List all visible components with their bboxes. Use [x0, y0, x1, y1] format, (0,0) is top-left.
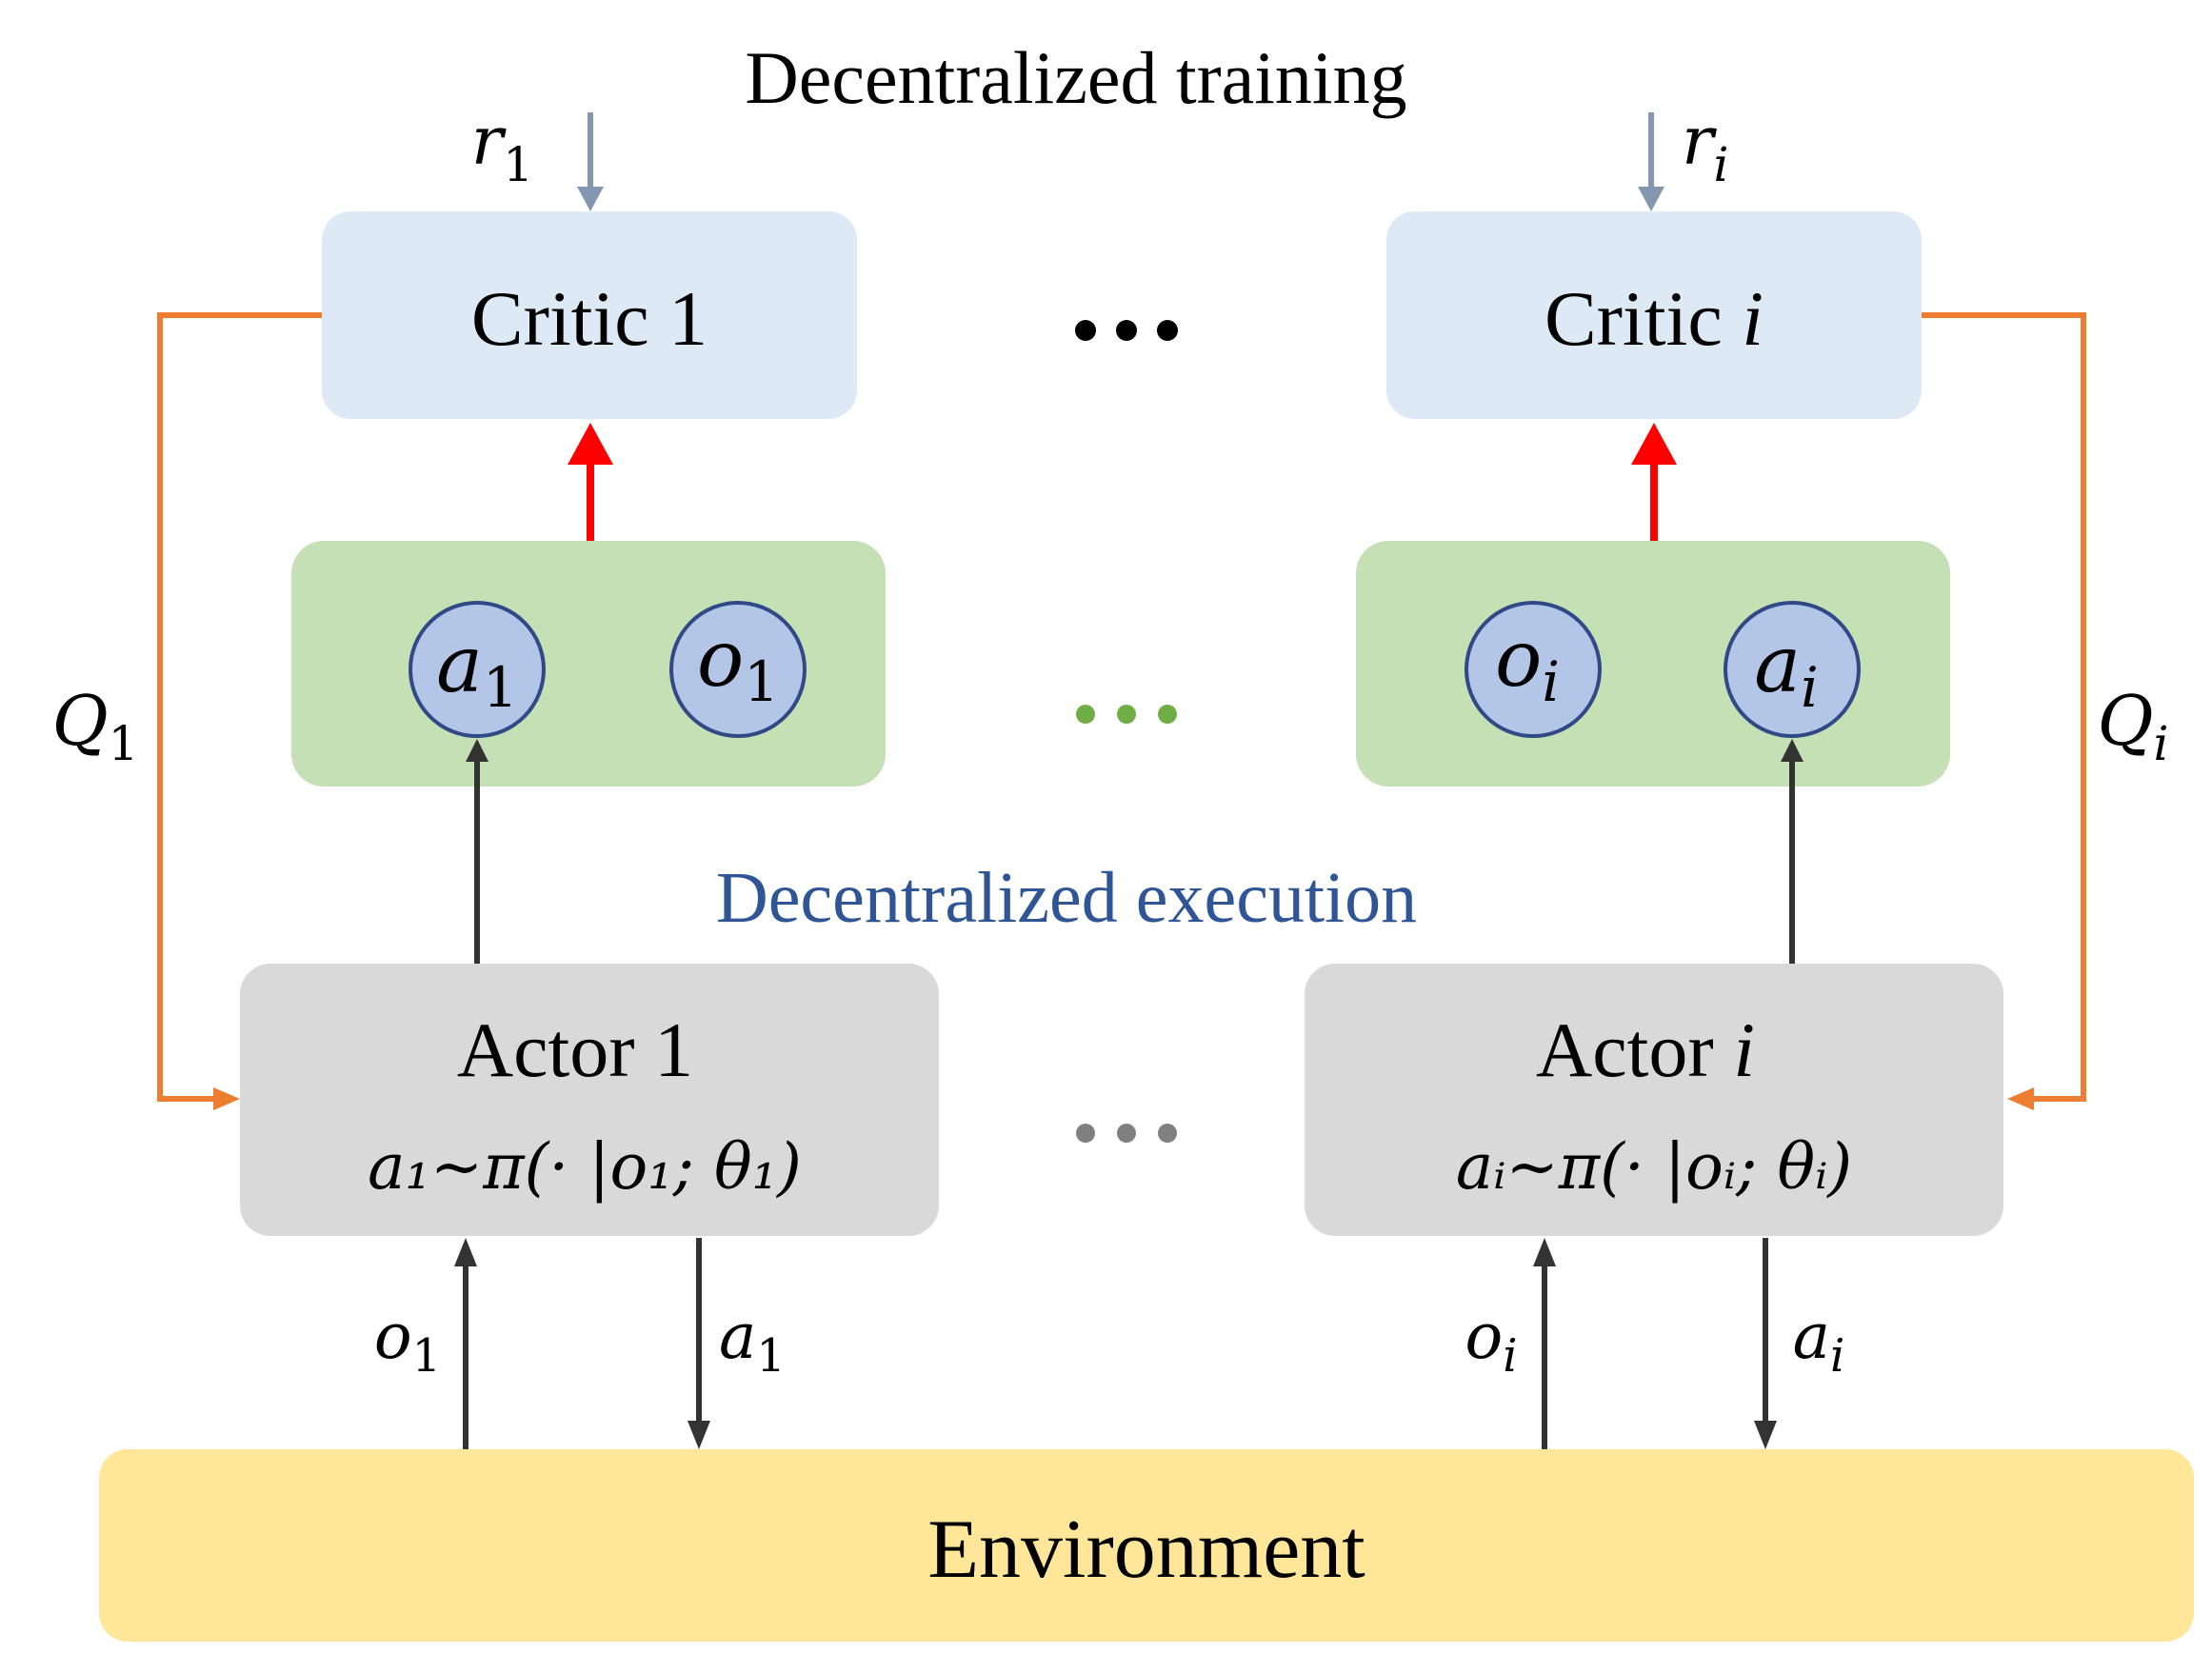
action-i-label: ai [1793, 1300, 1845, 1383]
critic-input-arrow-1 [568, 423, 613, 543]
action-node-1 [409, 601, 546, 738]
execution-title: Decentralized execution [716, 858, 1417, 938]
reward-i-label: ri [1682, 102, 1728, 192]
action-arrow-i [1754, 1238, 1777, 1449]
actor-output-arrow-1 [466, 739, 488, 966]
q-i-label: Qi [2097, 681, 2168, 771]
actor-i-name: Actor i [1536, 1006, 1755, 1093]
observation-node-1-label: o1 [697, 614, 779, 714]
obs-action-group-i [1356, 541, 1950, 787]
observation-node-i [1465, 601, 1602, 738]
q-1-label: Q1 [52, 681, 139, 771]
observation-node-1 [669, 601, 807, 738]
action-node-i-label: ai [1754, 620, 1818, 720]
actor-i-policy: aᵢ~π(· |oᵢ; θᵢ) [1456, 1130, 1852, 1204]
critic-i-box [1386, 211, 1922, 419]
observation-1-label: o1 [374, 1300, 441, 1383]
environment-box [99, 1449, 2194, 1642]
q-feedback-arrow-1 [157, 312, 322, 1110]
critic-1-label: Critic 1 [471, 275, 707, 362]
reward-arrow-i [1638, 112, 1664, 211]
action-node-1-label: a1 [436, 620, 518, 720]
critic-input-arrow-i [1631, 423, 1677, 543]
actor-1-box [240, 964, 939, 1236]
q-feedback-arrow-i [1922, 312, 2086, 1110]
critic-1-box [322, 211, 857, 419]
reward-arrow-1 [577, 112, 604, 211]
actor-1-policy: a₁~π(· |o₁; θ₁) [368, 1130, 802, 1204]
critic-ellipsis [1075, 320, 1178, 341]
actor-ellipsis [1076, 1124, 1177, 1143]
actor-output-arrow-i [1781, 739, 1803, 966]
environment-label: Environment [927, 1504, 1365, 1596]
observation-arrow-i [1533, 1238, 1556, 1449]
action-arrow-1 [688, 1238, 710, 1449]
observation-node-i-label: oi [1495, 614, 1560, 714]
group-ellipsis [1076, 705, 1177, 724]
action-node-i [1724, 601, 1861, 738]
training-title: Decentralized training [745, 36, 1406, 119]
observation-arrow-1 [454, 1238, 477, 1449]
actor-1-name: Actor 1 [457, 1006, 693, 1093]
actor-i-box [1305, 964, 2003, 1236]
action-1-label: a1 [719, 1300, 786, 1383]
reward-1-label: r1 [471, 102, 533, 192]
observation-i-label: oi [1465, 1300, 1517, 1383]
critic-i-label: Critic i [1544, 275, 1764, 362]
